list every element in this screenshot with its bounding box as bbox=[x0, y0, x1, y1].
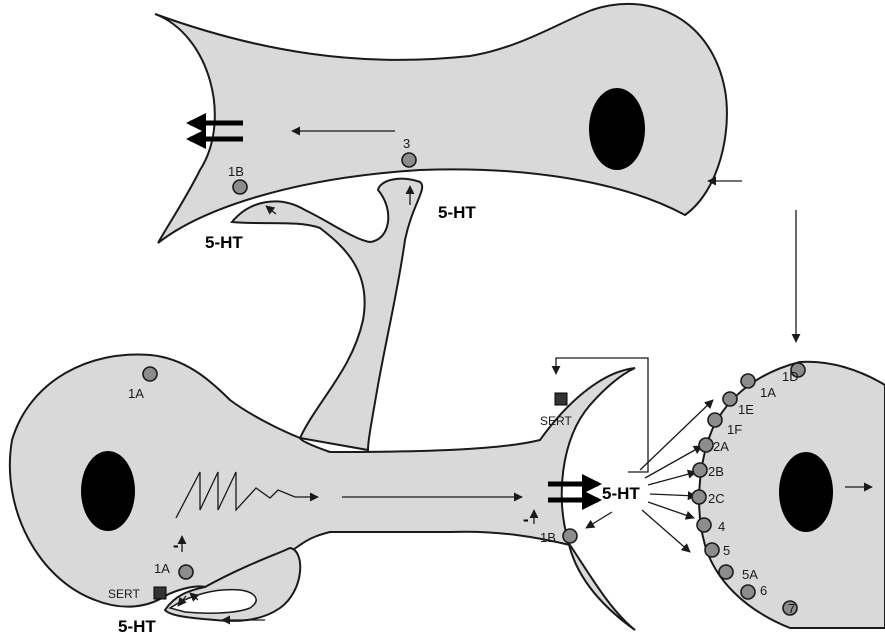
label-lower-sert: SERT bbox=[108, 587, 140, 601]
upper-receptor-1b bbox=[233, 180, 247, 194]
terminal-sert bbox=[555, 393, 567, 405]
svg-text:4: 4 bbox=[718, 519, 725, 534]
label-terminal-1b: 1B bbox=[540, 530, 556, 545]
label-lower-1a-top: 1A bbox=[128, 386, 144, 401]
upper-neuron-nucleus bbox=[589, 88, 645, 170]
terminal-receptor-1b bbox=[563, 529, 577, 543]
svg-text:2C: 2C bbox=[708, 491, 725, 506]
svg-text:6: 6 bbox=[760, 583, 767, 598]
label-5ht-upper-left: 5-HT bbox=[205, 233, 243, 252]
lower-receptor-1a-top bbox=[143, 367, 157, 381]
label-upper-1b: 1B bbox=[228, 164, 244, 179]
label-5ht-synapse: 5-HT bbox=[602, 484, 640, 503]
svg-text:2A: 2A bbox=[713, 439, 729, 454]
diffusion-arrows bbox=[586, 400, 713, 552]
label-minus-lower: - bbox=[173, 536, 179, 555]
label-5ht-upper-right: 5-HT bbox=[438, 203, 476, 222]
lower-receptor-1a-bottom bbox=[179, 565, 193, 579]
lower-neuron-nucleus bbox=[81, 451, 135, 531]
svg-text:1E: 1E bbox=[738, 402, 754, 417]
upper-receptor-3 bbox=[402, 153, 416, 167]
label-minus-terminal: - bbox=[523, 510, 529, 529]
lower-neuron bbox=[10, 354, 635, 630]
lower-sert bbox=[154, 587, 166, 599]
svg-text:1D: 1D bbox=[782, 369, 799, 384]
svg-text:1A: 1A bbox=[760, 385, 776, 400]
axon-collateral bbox=[232, 179, 422, 450]
svg-text:5: 5 bbox=[723, 543, 730, 558]
svg-text:5A: 5A bbox=[742, 567, 758, 582]
label-terminal-sert: SERT bbox=[540, 414, 572, 428]
svg-text:7: 7 bbox=[788, 601, 795, 616]
label-lower-1a-bottom: 1A bbox=[154, 561, 170, 576]
label-upper-3: 3 bbox=[403, 136, 410, 151]
label-5ht-lower-left: 5-HT bbox=[118, 617, 156, 636]
svg-text:1F: 1F bbox=[727, 422, 742, 437]
svg-text:2B: 2B bbox=[708, 464, 724, 479]
target-neuron-nucleus bbox=[779, 452, 833, 532]
